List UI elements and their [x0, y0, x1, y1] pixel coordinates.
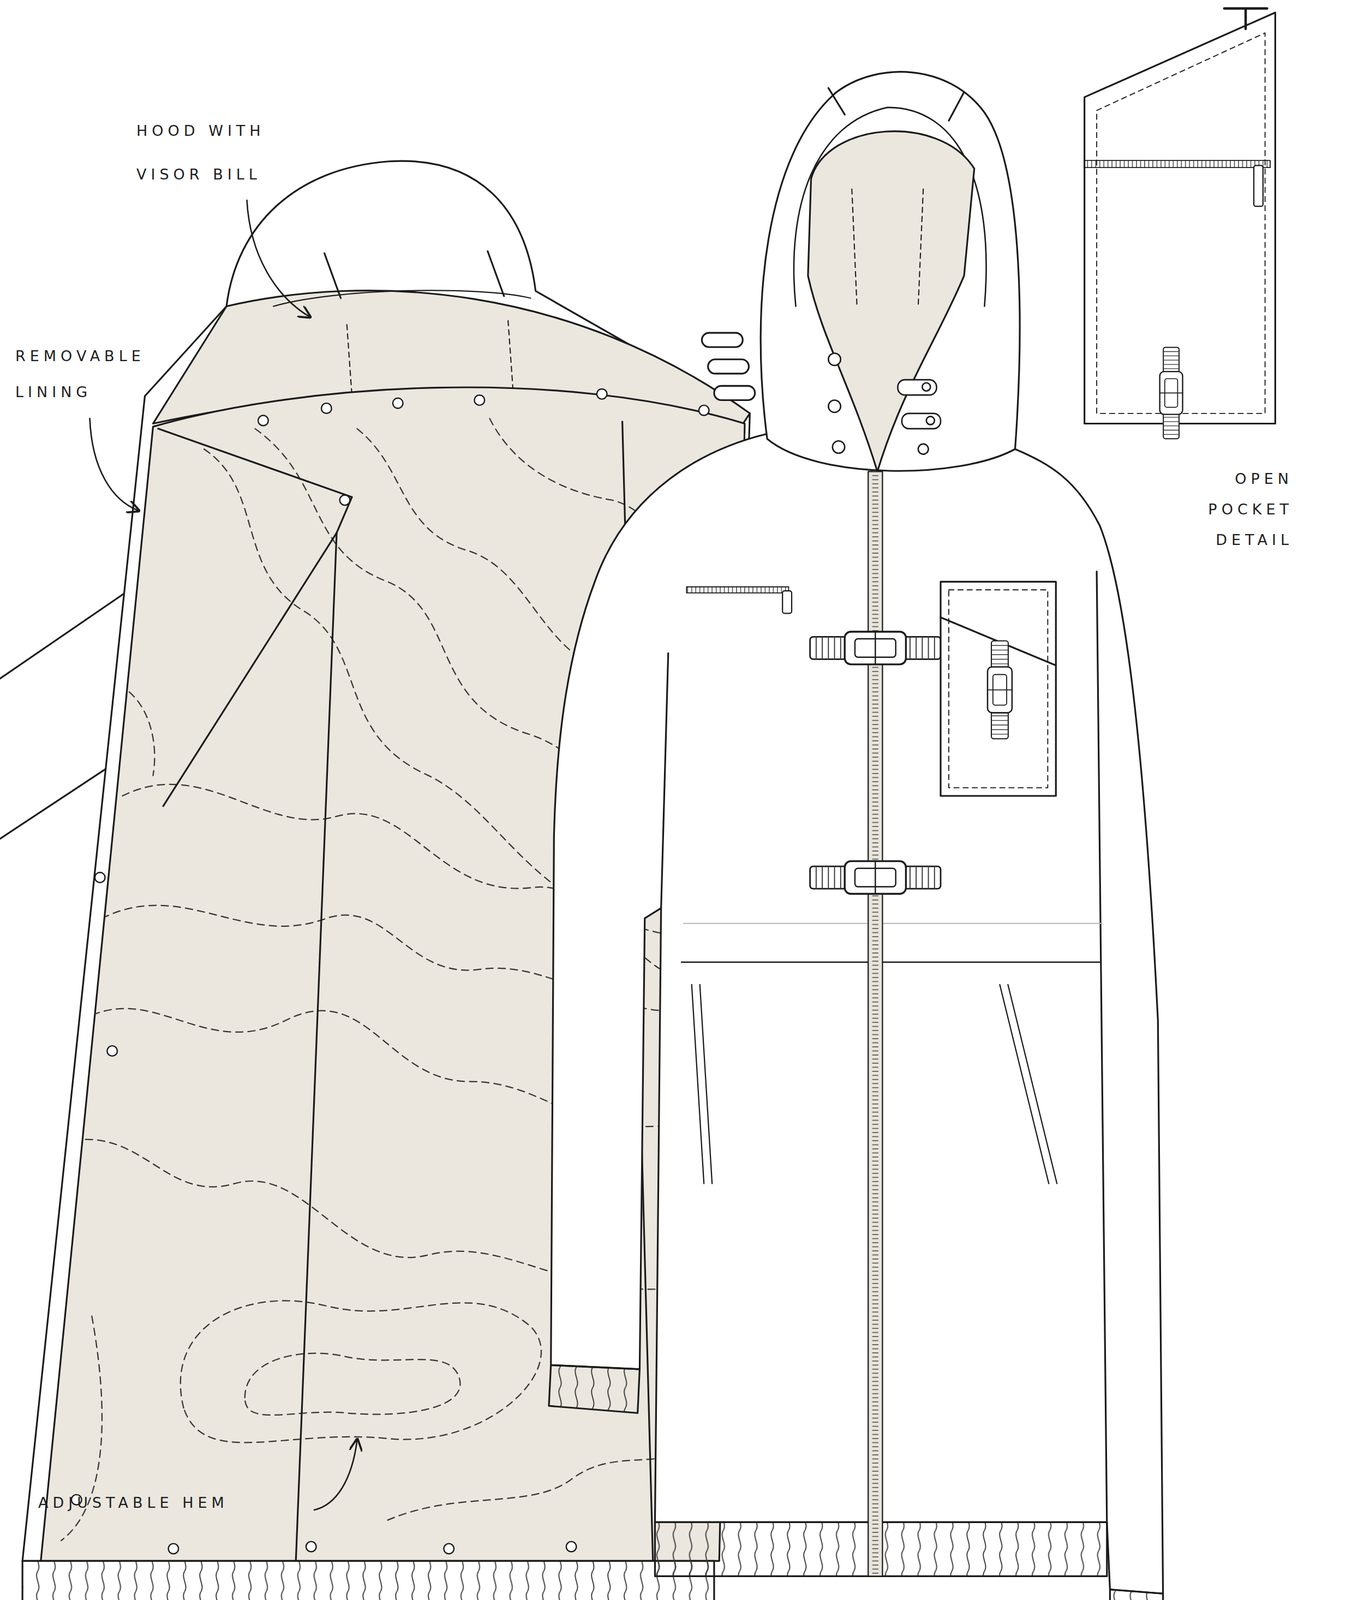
callout-label: ADJUSTABLE HEM [38, 1492, 229, 1515]
callout-label: REMOVABLE LINING [15, 338, 179, 411]
callout-label: HOOD WITH VISOR BILL [136, 109, 311, 197]
callout-label: OPEN POCKET DETAIL [1167, 463, 1294, 556]
